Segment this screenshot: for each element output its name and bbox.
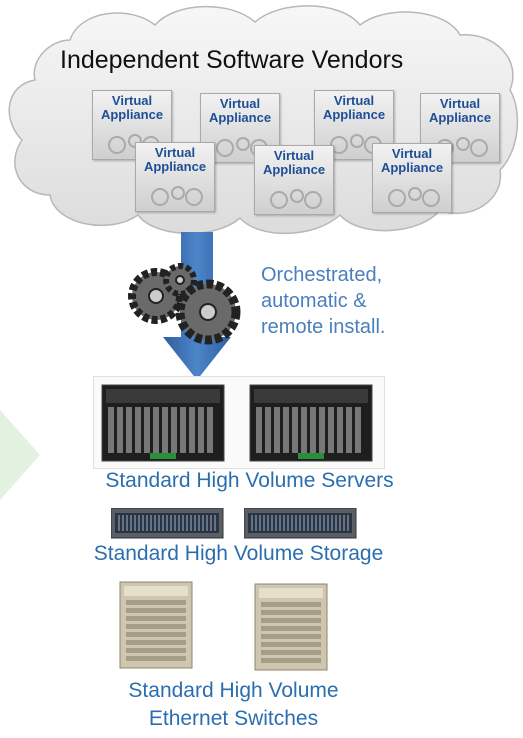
storage-icon [111,508,224,539]
appliance-label: Appliance [143,159,207,174]
server-icon [249,384,373,462]
appliance-label: Virtual [439,96,481,111]
process-line-3: remote install. [261,316,386,338]
process-line-2: automatic & [261,290,367,312]
appliance-label: Appliance [322,107,386,122]
appliance-label: Virtual [273,148,315,163]
switches-label-line-1: Standard High Volume [128,679,339,702]
appliance-label: Appliance [428,110,492,125]
process-line-1: Orchestrated, [261,264,383,286]
appliance-label: Appliance [208,110,272,125]
gears-icon [128,263,241,345]
appliance-label: Appliance [380,160,444,175]
server-icon [101,384,225,462]
process-description: Orchestrated, automatic & remote install… [261,262,501,340]
switch-icon [254,583,328,671]
switches-label-line-2: Ethernet Switches [148,707,319,730]
gears-icon [151,186,203,206]
green-triangle-decoration [0,410,40,500]
cloud-title: Independent Software Vendors [60,46,404,74]
appliance-label: Virtual [111,93,153,108]
servers-label: Standard High Volume Servers [105,469,394,492]
appliance-label: Virtual [154,145,196,160]
storage-label: Standard High Volume Storage [93,542,384,565]
appliance-label: Virtual [219,96,261,111]
appliance-label: Virtual [391,146,433,161]
appliance-label: Appliance [262,162,326,177]
gears-icon [270,189,322,209]
gears-icon [388,187,440,207]
appliance-label: Virtual [333,93,375,108]
storage-icon [244,508,357,539]
appliance-label: Appliance [100,107,164,122]
switch-icon [119,581,193,669]
